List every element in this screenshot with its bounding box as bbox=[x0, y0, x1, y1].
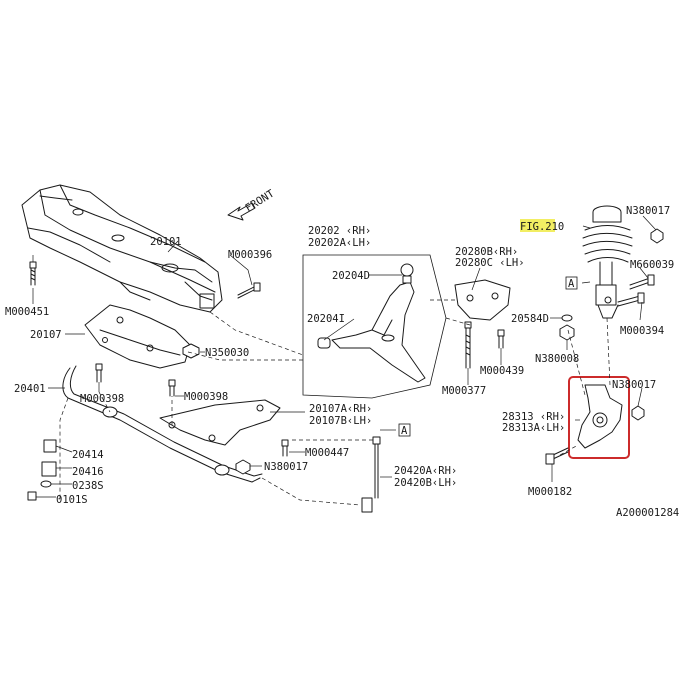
bushing-20414-icon bbox=[43, 439, 57, 453]
stabilizer-link-part bbox=[361, 436, 381, 513]
ref-marker-strut: A bbox=[568, 278, 575, 290]
drawing-number: A200001284 bbox=[616, 507, 679, 519]
label-0238s: 0238S bbox=[72, 480, 104, 492]
label-20202a: 20202A‹LH› bbox=[308, 237, 371, 249]
knuckle-highlight-box bbox=[568, 376, 630, 459]
label-fig-ref: FIG.210 bbox=[520, 221, 564, 233]
bolt-m000447-icon bbox=[281, 439, 289, 457]
bolt-0101s-icon bbox=[27, 491, 37, 501]
label-m000451: M000451 bbox=[5, 306, 49, 318]
label-20584d: 20584D bbox=[511, 313, 549, 325]
label-m000447: M000447 bbox=[305, 447, 349, 459]
label-20204d: 20204D bbox=[332, 270, 370, 282]
bushing-20204i-icon bbox=[317, 337, 331, 349]
nut-n380008-icon bbox=[559, 324, 575, 341]
nut-n380017b-icon bbox=[650, 228, 664, 244]
label-20202: 20202 ‹RH› bbox=[308, 225, 371, 237]
label-20280b: 20280B‹RH› bbox=[455, 246, 518, 258]
bolt-m000439-icon bbox=[497, 329, 505, 349]
label-m000182: M000182 bbox=[528, 486, 572, 498]
bolt-m000182-icon bbox=[545, 447, 569, 465]
label-n380017-c: N380017 bbox=[612, 379, 656, 391]
knuckle-part bbox=[577, 384, 623, 449]
lower-reinforcement-part bbox=[159, 399, 281, 446]
fig-ref-highlight bbox=[520, 219, 555, 232]
label-20416: 20416 bbox=[72, 466, 104, 478]
lower-arm-part bbox=[331, 281, 426, 383]
label-20107b: 20107B‹LH› bbox=[309, 415, 372, 427]
lower-arm-callout-box bbox=[302, 254, 447, 399]
bolt-m000451-icon bbox=[29, 261, 37, 286]
nut-n380017c-icon bbox=[631, 405, 645, 421]
label-m000398-a: M000398 bbox=[80, 393, 124, 405]
label-20204i: 20204I bbox=[307, 313, 345, 325]
washer-0238s-icon bbox=[40, 480, 52, 488]
nut-n380017a-icon bbox=[235, 459, 251, 475]
label-20401: 20401 bbox=[14, 383, 46, 395]
label-20107a: 20107A‹RH› bbox=[309, 403, 372, 415]
front-label: FRONT bbox=[243, 187, 277, 214]
label-20101: 20101 bbox=[150, 236, 182, 248]
ref-marker-link: A bbox=[401, 425, 408, 437]
label-m660039: M660039 bbox=[630, 259, 674, 271]
bolt-m000398a-icon bbox=[95, 363, 103, 383]
label-n380017-b: N380017 bbox=[626, 205, 670, 217]
label-m000439: M000439 bbox=[480, 365, 524, 377]
label-m000394: M000394 bbox=[620, 325, 664, 337]
bolt-m000394-icon bbox=[617, 292, 645, 307]
label-28313a: 28313A‹LH› bbox=[502, 422, 565, 434]
bolt-m000396-icon bbox=[237, 282, 261, 299]
label-20414: 20414 bbox=[72, 449, 104, 461]
bolt-m660039-icon bbox=[629, 274, 655, 290]
label-m000377: M000377 bbox=[442, 385, 486, 397]
strut-assembly-part bbox=[582, 205, 633, 319]
lower-arm-bracket-part bbox=[454, 279, 511, 321]
nut-n350030-icon bbox=[182, 343, 200, 359]
dashed-assembly-lines bbox=[59, 299, 611, 506]
label-m000396: M000396 bbox=[228, 249, 272, 261]
bolt-m000398b-icon bbox=[168, 379, 176, 397]
label-m000398-b: M000398 bbox=[184, 391, 228, 403]
ref-marker-box-strut bbox=[565, 276, 578, 290]
front-arrow-icon bbox=[227, 202, 256, 221]
leader-lines bbox=[32, 215, 657, 498]
ref-marker-box-link bbox=[398, 423, 411, 437]
label-28313: 28313 ‹RH› bbox=[502, 411, 565, 423]
label-n380008: N380008 bbox=[535, 353, 579, 365]
label-20107: 20107 bbox=[30, 329, 62, 341]
bolt-m000377-icon bbox=[464, 321, 472, 369]
label-0101s: 0101S bbox=[56, 494, 88, 506]
label-n380017-a: N380017 bbox=[264, 461, 308, 473]
label-20280c: 20280C ‹LH› bbox=[455, 257, 525, 269]
crossmember-part bbox=[21, 184, 223, 313]
label-n350030: N350030 bbox=[205, 347, 249, 359]
washer-20584d-icon bbox=[561, 314, 573, 322]
ball-joint-20204d-icon bbox=[400, 263, 414, 284]
support-plate-part bbox=[84, 304, 191, 369]
label-20420b: 20420B‹LH› bbox=[394, 477, 457, 489]
label-20420a: 20420A‹RH› bbox=[394, 465, 457, 477]
bracket-20416-icon bbox=[41, 461, 57, 477]
